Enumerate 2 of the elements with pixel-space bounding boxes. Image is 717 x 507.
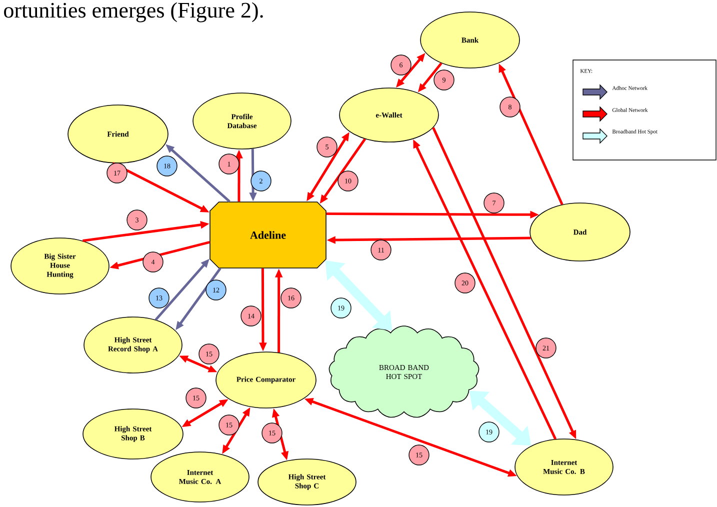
central-box: Adeline <box>210 202 326 268</box>
body-text: ortunities emerges (Figure 2). <box>4 2 263 22</box>
